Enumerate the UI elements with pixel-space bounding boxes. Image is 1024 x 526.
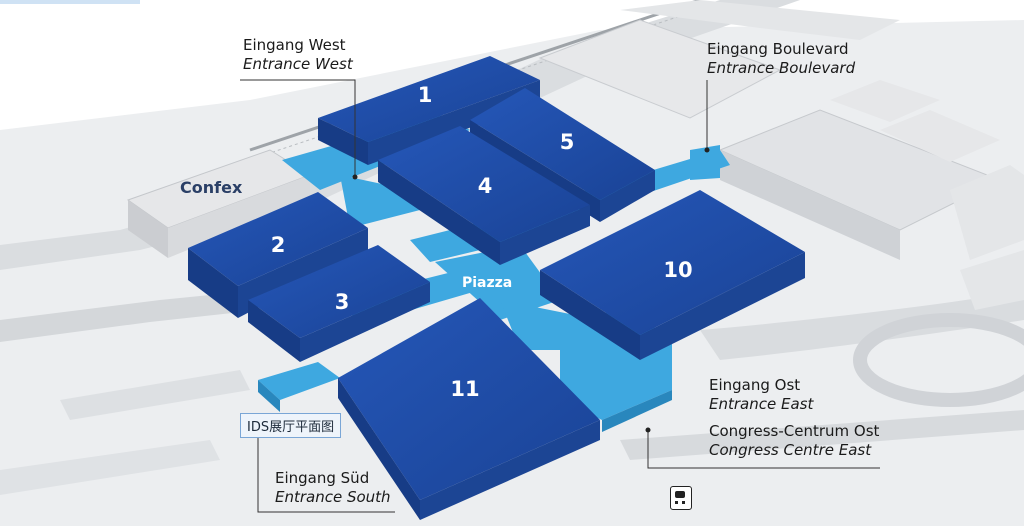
congress-centre-de: Congress-Centrum Ost [709, 422, 880, 440]
hall-11-label: 11 [450, 377, 480, 401]
entrance-boulevard-en: Entrance Boulevard [707, 59, 856, 77]
entrance-south-en: Entrance South [275, 488, 391, 506]
hall-10-label: 10 [663, 258, 693, 282]
piazza-label: Piazza [462, 275, 513, 291]
train-icon [670, 486, 692, 510]
hall-2-label: 2 [270, 233, 286, 257]
entrance-east-en: Entrance East [709, 395, 814, 413]
entrance-south-label: Eingang Süd Entrance South [275, 469, 391, 507]
hall-1-label: 1 [417, 83, 433, 107]
entrance-west-label: Eingang West Entrance West [243, 36, 353, 74]
congress-centre-en: Congress Centre East [709, 441, 872, 459]
top-accent-bar [0, 0, 140, 4]
callout-lines [240, 79, 880, 513]
exhibition-halls [188, 56, 805, 520]
entrance-boulevard-de: Eingang Boulevard [707, 40, 849, 58]
hall-5-label: 5 [559, 130, 575, 154]
hall-3-label: 3 [334, 290, 350, 314]
confex-label: Confex [180, 178, 243, 197]
entrance-east-label: Eingang Ost Entrance East [709, 376, 813, 414]
entrance-west-de: Eingang West [243, 36, 346, 54]
ids-floorplan-tag: IDS展厅平面图 [240, 413, 342, 438]
entrance-south-de: Eingang Süd [275, 469, 370, 487]
entrance-east-de: Eingang Ost [709, 376, 801, 394]
congress-centre-label: Congress-Centrum Ost Congress Centre Eas… [709, 422, 879, 460]
entrance-boulevard-label: Eingang Boulevard Entrance Boulevard [707, 40, 855, 78]
hall-4-label: 4 [477, 174, 493, 198]
entrance-west-en: Entrance West [243, 55, 353, 73]
